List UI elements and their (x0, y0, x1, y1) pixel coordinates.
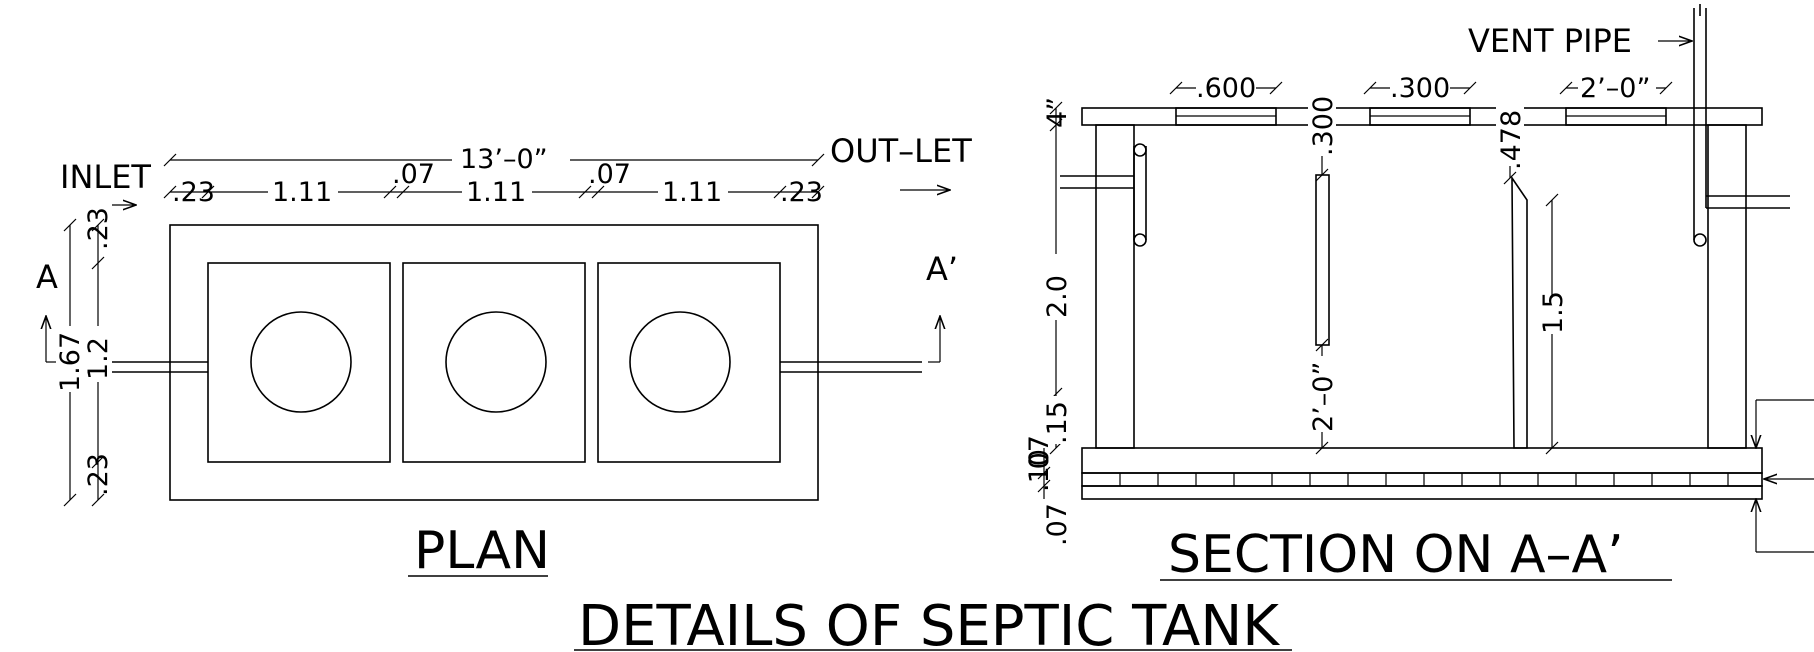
baffle-wall-2 (1511, 175, 1528, 449)
plan-dim-partition-1: .07 (392, 159, 435, 190)
plan-dim-overall-width: 1.67 (55, 332, 86, 392)
section-dim-opening-3: 2’–0” (1580, 73, 1650, 104)
drawing-title: DETAILS OF SEPTIC TANK (578, 594, 1280, 652)
base-leader-arrows (1756, 399, 1814, 553)
section-dim-opening-1: .600 (1196, 73, 1256, 104)
vent-pipe (1693, 4, 1790, 247)
plan-chamber-2 (402, 262, 586, 463)
manhole-1 (250, 311, 352, 413)
plan-dim-side-top: .23 (83, 207, 114, 250)
section-dim-base-1: .07 (1024, 435, 1055, 478)
section-dim-opening-2: .300 (1390, 73, 1450, 104)
section-marker-right (928, 316, 940, 363)
section-dim-baffle-gap-1: .300 (1308, 96, 1339, 156)
plan-chamber-1 (207, 262, 391, 463)
plan-dim-side-bottom: .23 (83, 453, 114, 496)
section-inlet-pipe (1060, 143, 1147, 247)
section-dim-cover: 4” (1042, 97, 1073, 128)
section-view: VENT PIPE .600 .300 2’–0” (1024, 4, 1814, 585)
section-dim-left (1037, 101, 1070, 499)
baffle-wall-1 (1315, 174, 1330, 346)
section-label-a-prime: A’ (926, 250, 958, 288)
section-wall-right (1707, 124, 1747, 449)
plan-overall-length-label: 13’–0” (460, 144, 548, 175)
plan-dim-chamber-3: 1.11 (662, 177, 722, 208)
manhole-2 (445, 311, 547, 413)
section-dim-baffle-height: 1.5 (1538, 291, 1569, 334)
section-dim-tank-depth: 2.0 (1042, 275, 1073, 318)
section-wall-left (1095, 124, 1135, 449)
vent-pipe-label: VENT PIPE (1468, 22, 1632, 60)
plan-dim-vertical (56, 218, 112, 507)
section-dim-baffles (1308, 94, 1566, 455)
manhole-3 (629, 311, 731, 413)
base-brick-joints (1119, 473, 1729, 486)
plan-chamber-3 (597, 262, 781, 463)
plan-outer-wall (169, 224, 819, 501)
plan-outlet-pipe (780, 361, 922, 373)
section-dim-base-2: .10 (1024, 449, 1055, 492)
plan-dim-chain (163, 178, 825, 204)
plan-dim-partition-2: .07 (588, 159, 631, 190)
plan-dim-end-right: .23 (780, 177, 823, 208)
section-dim-baffle-gap-2: .478 (1496, 110, 1527, 170)
plan-inlet-pipe (110, 361, 208, 373)
plan-dim-overall-length (163, 140, 825, 167)
section-label-a: A (36, 258, 58, 296)
plan-dim-end-left: .23 (172, 177, 215, 208)
section-dim-openings (1169, 72, 1673, 98)
plan-dim-chamber-1: 1.11 (272, 177, 332, 208)
section-dim-floor-gap: .15 (1042, 401, 1073, 444)
base-brick-course (1081, 472, 1763, 487)
section-title: SECTION ON A–A’ (1168, 525, 1624, 585)
base-sand-bed (1081, 485, 1763, 500)
plan-view: A A’ INLET OUT–LET 13’–0” (36, 132, 972, 581)
base-concrete (1081, 447, 1763, 474)
section-dim-base-3: .07 (1042, 503, 1073, 546)
plan-title: PLAN (414, 521, 550, 581)
plan-dim-chamber-2: 1.11 (466, 177, 526, 208)
inlet-label: INLET (60, 158, 151, 196)
plan-dim-inner-width: 1.2 (83, 337, 114, 380)
outlet-label: OUT–LET (830, 132, 972, 170)
section-dim-baffle-clear: 2’–0” (1308, 362, 1339, 432)
